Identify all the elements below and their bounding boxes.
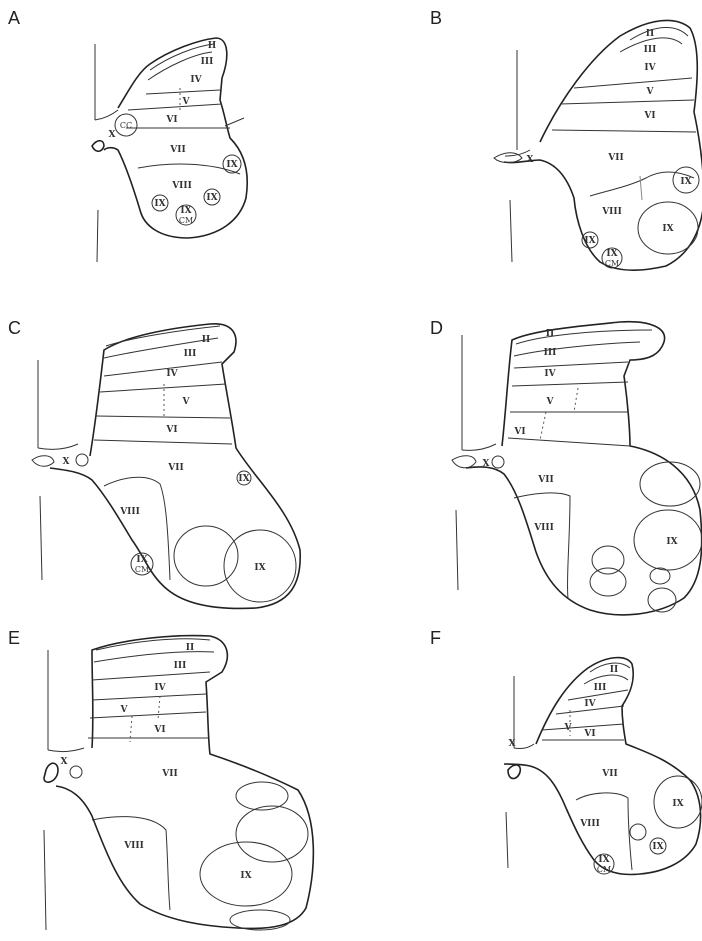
panel-d-label: D <box>430 318 443 338</box>
lamina-label: IV <box>644 63 656 73</box>
lamina-label: X <box>61 757 68 767</box>
lamina-label: IV <box>584 699 596 709</box>
panel-f: F II III IV V VI VII VIII IX IX IX CM X <box>430 628 702 874</box>
lamina-label: IX <box>584 236 595 246</box>
lamina-label: CC <box>120 121 132 130</box>
panel-f-label: F <box>430 628 441 648</box>
panel-a: A II III IV V VI VII VIII IX IX IX IX CM… <box>8 8 247 262</box>
lamina-label: III <box>184 349 197 359</box>
lamina-label: IX <box>154 199 165 209</box>
panel-e-label: E <box>8 628 20 648</box>
lamina-label: IX <box>666 537 677 547</box>
lamina-label: VII <box>167 463 183 473</box>
lamina-label: V <box>564 723 573 733</box>
lamina-label: III <box>644 45 657 55</box>
lamina-label: IX <box>136 555 147 565</box>
lamina-label: VI <box>513 427 525 437</box>
lamina-label: IX <box>226 160 237 170</box>
lamina-label: VIII <box>171 181 192 191</box>
lamina-label: V <box>546 397 555 407</box>
lamina-label: IX <box>672 799 683 809</box>
lamina-label: III <box>201 57 214 67</box>
panel-e: E II III IV V VI VII VIII IX X <box>8 628 313 930</box>
lamina-label: X <box>509 739 516 749</box>
lamina-label: VIII <box>123 841 144 851</box>
lamina-label: V <box>120 705 129 715</box>
lamina-label: V <box>182 97 191 107</box>
lamina-label: VI <box>165 115 177 125</box>
lamina-label: II <box>646 29 654 39</box>
panel-c: C II III IV V VI VII VIII IX IX IX CM X <box>8 318 300 608</box>
lamina-label: VII <box>169 145 185 155</box>
lamina-label: IV <box>154 683 166 693</box>
lamina-label: VII <box>161 769 177 779</box>
lamina-label: V <box>646 87 655 97</box>
lamina-label: V <box>182 397 191 407</box>
panel-b-label: B <box>430 8 442 28</box>
lamina-label: IX <box>662 224 673 234</box>
lamina-label: IX <box>180 206 191 216</box>
lamina-label: VII <box>607 153 623 163</box>
lamina-label: II <box>208 41 216 51</box>
lamina-label: VI <box>643 111 655 121</box>
lamina-label: X <box>109 130 116 140</box>
lamina-label: III <box>544 348 557 358</box>
lamina-label: VII <box>537 475 553 485</box>
lamina-label: VIII <box>601 207 622 217</box>
panel-b: B II III IV V VI VII VIII IX IX IX IX CM… <box>430 8 702 270</box>
lamina-label: II <box>610 665 618 675</box>
lamina-label: IV <box>190 75 202 85</box>
lamina-label: IX <box>680 177 691 187</box>
lamina-label: VIII <box>119 507 140 517</box>
lamina-label: CM <box>605 259 619 268</box>
lamina-label: IX <box>598 855 609 865</box>
lamina-label: X <box>63 457 70 467</box>
lamina-label: IX <box>652 842 663 852</box>
lamina-label: VI <box>165 425 177 435</box>
lamina-label: X <box>483 459 490 469</box>
lamina-label: III <box>174 661 187 671</box>
lamina-label: CM <box>179 216 193 225</box>
panel-c-label: C <box>8 318 21 338</box>
lamina-label: II <box>186 643 194 653</box>
lamina-label: IV <box>544 369 556 379</box>
lamina-label: IV <box>166 369 178 379</box>
lamina-label: II <box>202 335 210 345</box>
lamina-label: VI <box>583 729 595 739</box>
lamina-label: IX <box>238 474 249 484</box>
lamina-label: VI <box>153 725 165 735</box>
lamina-label: II <box>546 329 554 339</box>
lamina-label: III <box>594 683 607 693</box>
panel-d: D II III IV V VI VII VIII IX X <box>430 318 702 615</box>
lamina-label: CM <box>135 565 149 574</box>
lamina-label: X <box>527 155 534 165</box>
panel-a-label: A <box>8 8 20 28</box>
lamina-label: IX <box>606 249 617 259</box>
lamina-label: IX <box>240 871 251 881</box>
lamina-label: CM <box>597 865 611 874</box>
lamina-label: VIII <box>579 819 600 829</box>
lamina-label: IX <box>206 193 217 203</box>
lamina-label: IX <box>254 563 265 573</box>
lamina-label: VII <box>601 769 617 779</box>
lamina-label: VIII <box>533 523 554 533</box>
